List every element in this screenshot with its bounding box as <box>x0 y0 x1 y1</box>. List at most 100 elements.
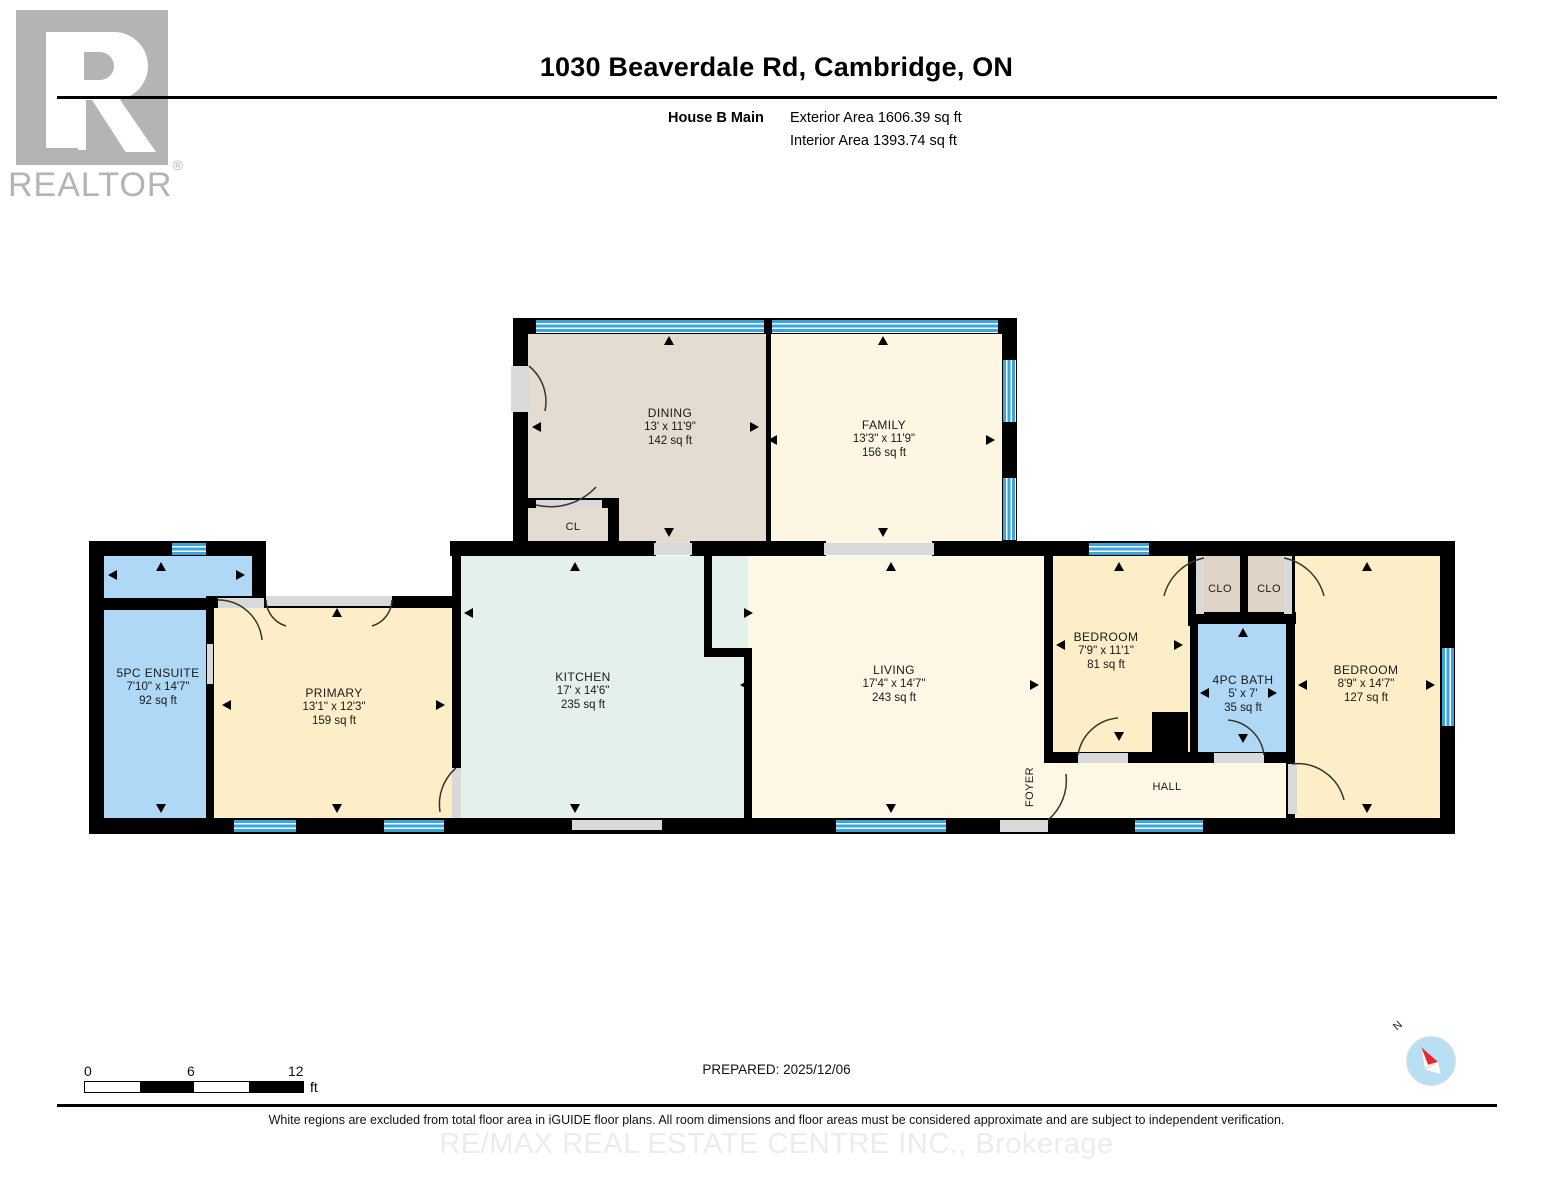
scale-seg-4 <box>248 1082 303 1092</box>
tick-kitchen-down <box>570 804 580 813</box>
tick-bath-right <box>1268 688 1277 698</box>
tick-dining-right <box>750 422 759 432</box>
wall-bedroom1-hall-nib <box>1152 712 1188 756</box>
door-clo2 <box>1284 556 1292 614</box>
wall-kitchen-living-divider <box>744 648 752 832</box>
realtor-r-mark <box>16 10 168 165</box>
wall-main-top-right <box>1084 541 1455 556</box>
door-bath-hall <box>1214 753 1264 763</box>
wall-upper-bottom-mid <box>690 541 826 556</box>
window-bedroom1-north <box>1089 543 1149 555</box>
door-primary-north <box>266 596 392 606</box>
page-title: 1030 Beaverdale Rd, Cambridge, ON <box>539 52 1014 82</box>
wall-dining-family-divider <box>766 322 771 544</box>
tick-primary-down <box>332 804 342 813</box>
room-fill-kitchen <box>458 556 748 832</box>
prepared-date: PREPARED: 2025/12/06 <box>702 1062 851 1077</box>
tick-living-up <box>886 562 896 571</box>
tick-kitchen-left <box>464 608 473 618</box>
window-primary-south-left <box>234 820 296 832</box>
wall-living-right <box>1044 556 1053 759</box>
tick-ensuite-right-u <box>236 570 245 580</box>
tick-bed1-right <box>1174 640 1183 650</box>
wall-kitchen-nib-horiz <box>704 648 752 657</box>
wall-upper-bottom-right <box>932 541 1084 556</box>
wall-main-left <box>89 541 104 832</box>
window-family-north <box>772 320 998 333</box>
wall-bedroom1-bottom <box>1044 752 1294 763</box>
tick-bath-down <box>1238 734 1248 743</box>
tick-family-down <box>878 528 888 537</box>
tick-primary-left <box>222 700 231 710</box>
header-divider <box>57 96 1497 99</box>
door-dining-south <box>654 543 692 555</box>
door-dining-west <box>511 366 529 412</box>
compass-needle <box>1420 1046 1442 1075</box>
door-entry-foyer <box>1000 820 1048 832</box>
tick-ensuite-left-u <box>108 570 117 580</box>
scale-tick-6: 6 <box>187 1063 195 1079</box>
wall-ensuite-right-upper <box>252 541 266 604</box>
door-primary-kitchen <box>452 768 461 818</box>
logo-r-stem <box>46 32 84 148</box>
scale-seg-3 <box>194 1082 249 1092</box>
tick-primary-right <box>436 700 445 710</box>
tick-family-right <box>986 435 995 445</box>
tick-dining-left <box>532 422 541 432</box>
wall-primary-kitchen-divider <box>452 556 461 832</box>
tick-dining-up <box>664 336 674 345</box>
scale-seg-2 <box>139 1082 194 1092</box>
tick-family-left <box>768 435 777 445</box>
tick-bed2-right <box>1426 680 1435 690</box>
scale-tick-labels: 0 6 12 <box>84 1063 304 1081</box>
tick-kitchen-right <box>744 608 753 618</box>
door-clo1 <box>1196 556 1204 614</box>
wall-ensuite-divider <box>104 598 214 610</box>
wall-clo-divider <box>1240 556 1248 618</box>
logo-r-notch <box>78 94 86 150</box>
window-dining-north <box>536 320 764 333</box>
tick-ensuite-down <box>156 804 166 813</box>
wall-bath-left <box>1190 618 1198 758</box>
tick-bath-up <box>1238 628 1248 637</box>
scale-bar: 0 6 12 ft <box>84 1063 318 1095</box>
realtor-logo: REALTOR® <box>8 8 183 208</box>
door-family-south <box>824 543 934 555</box>
tick-bed2-left <box>1298 680 1307 690</box>
realtor-word-text: REALTOR <box>8 166 173 204</box>
scale-track <box>84 1081 304 1093</box>
tick-living-left <box>740 680 749 690</box>
tick-family-up <box>878 336 888 345</box>
tick-bed2-down <box>1362 804 1372 813</box>
tick-living-down <box>886 804 896 813</box>
door-primary-ensuite <box>207 644 213 684</box>
tick-primary-up <box>332 608 342 617</box>
door-bedroom1-hall <box>1078 753 1128 763</box>
realtor-wordmark: REALTOR® <box>8 157 183 205</box>
wall-kitchen-nib-vert <box>704 556 712 656</box>
plan-level-label: House B Main <box>668 110 764 126</box>
footer-divider <box>57 1104 1497 1107</box>
tick-kitchen-up <box>570 562 580 571</box>
wall-upper-bottom-left <box>450 541 656 556</box>
room-fill-primary <box>212 602 458 832</box>
scale-unit-label: ft <box>310 1079 318 1095</box>
brokerage-watermark: RE/MAX REAL ESTATE CENTRE INC., Brokerag… <box>439 1128 1114 1160</box>
compass-needle-north <box>1421 1047 1438 1065</box>
tick-living-right <box>1030 680 1039 690</box>
disclaimer-text: White regions are excluded from total fl… <box>268 1113 1285 1127</box>
room-fill-ensuite-upper <box>103 552 252 604</box>
tick-dining-down <box>664 528 674 537</box>
wall-bath-right <box>1286 556 1295 832</box>
door-bedroom2-hall <box>1288 764 1297 814</box>
room-fill-ensuite <box>103 604 212 832</box>
door-kitchen-south <box>572 820 662 830</box>
wall-ensuite-right <box>206 604 214 832</box>
wall-cl-right <box>608 498 619 550</box>
wall-clo-bottom <box>1188 612 1296 624</box>
window-primary-south-right <box>384 820 444 832</box>
door-ensuite-inner <box>218 598 264 608</box>
scale-seg-1 <box>85 1082 140 1092</box>
